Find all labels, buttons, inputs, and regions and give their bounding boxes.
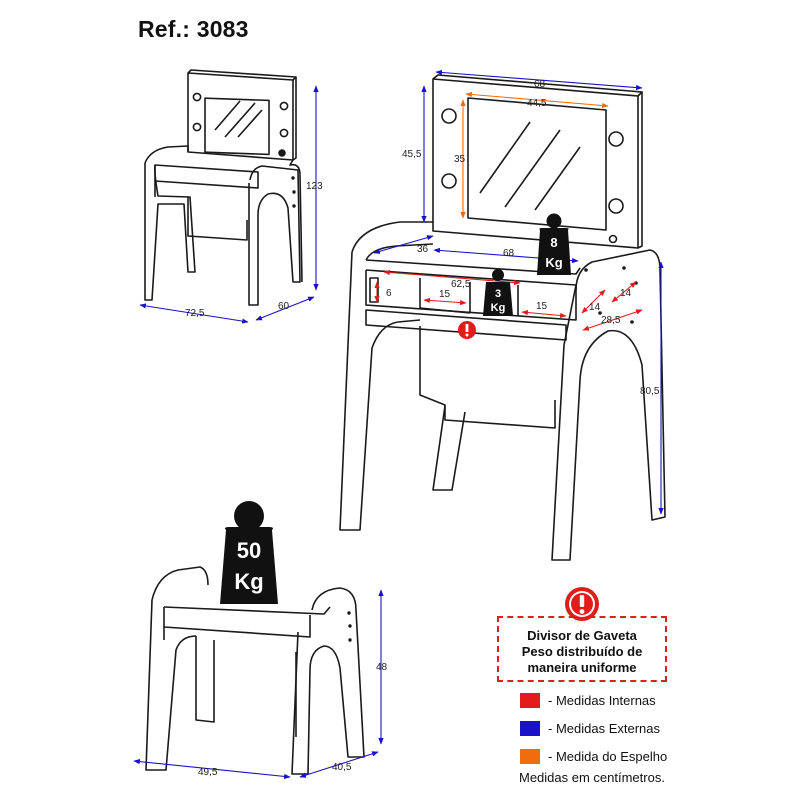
stool-dimensions [133, 589, 384, 780]
legend-swatch-internal [520, 692, 540, 708]
exclamation-circle-icon [565, 587, 599, 621]
weight-50-unit: Kg [234, 569, 263, 594]
stool-height-label: 48 [376, 662, 388, 673]
mirror-width-label: 44,5 [527, 98, 547, 109]
weight-3-unit: Kg [491, 302, 506, 314]
weight-8-unit: Kg [545, 255, 562, 270]
legend-label-mirror: - Medida do Espelho [548, 748, 668, 764]
legend-mirror: - Medida do Espelho [520, 747, 667, 765]
stool [145, 566, 365, 775]
legend-label-internal: - Medidas Internas [548, 692, 656, 708]
side-b-label: 14 [620, 288, 632, 299]
vanity-height-label: 80,5 [640, 386, 660, 397]
units-note: Medidas em centímetros. [519, 770, 665, 785]
shelf-depth-label: 36 [417, 244, 429, 255]
warning-line-2: Peso distribuído de [521, 644, 643, 659]
weight-8-value: 8 [550, 235, 557, 250]
weight-3-value: 3 [495, 288, 501, 300]
mirror-height-label: 35 [454, 154, 466, 165]
internal-dimensions [374, 269, 643, 331]
panel-height-label: 45,5 [402, 149, 422, 160]
weight-50-value: 50 [237, 538, 261, 563]
small-vanity-dimensions [139, 85, 319, 324]
top-width-label: 68 [534, 79, 546, 90]
drawer-height-label: 6 [386, 288, 392, 299]
right-compartment-label: 15 [536, 301, 548, 312]
weight-8kg-icon: 8 Kg [537, 213, 571, 275]
legend-swatch-mirror [520, 748, 540, 764]
side-a-label: 14 [589, 302, 601, 313]
drawer-width-label: 62,5 [451, 279, 471, 290]
legend-internal: - Medidas Internas [520, 691, 656, 709]
small-width-label: 72,5 [185, 308, 205, 319]
warning-line-3: maneira uniforme [527, 660, 637, 675]
weight-3kg-icon: 3 Kg [483, 269, 513, 316]
mirror-dimensions [460, 91, 609, 219]
weight-50kg-icon: 50 Kg [220, 501, 278, 604]
shelf-width-label: 68 [503, 248, 515, 259]
left-compartment-label: 15 [439, 289, 451, 300]
legend-external: - Medidas Externas [520, 719, 660, 737]
stool-depth-label: 40,5 [332, 762, 352, 773]
small-vanity [144, 69, 303, 306]
legend-label-external: - Medidas Externas [548, 720, 660, 736]
small-height-label: 123 [306, 181, 323, 192]
legend-swatch-external [520, 720, 540, 736]
page-title: Ref.: 3083 [138, 16, 249, 42]
stool-width-label: 49,5 [198, 767, 218, 778]
drawer-divider-warning: Divisor de Gaveta Peso distribuído de ma… [497, 616, 667, 682]
warning-line-1: Divisor de Gaveta [527, 628, 637, 643]
drawer-warning-icon [458, 321, 476, 339]
side-depth-label: 28,5 [601, 315, 621, 326]
small-depth-label: 60 [278, 301, 290, 312]
